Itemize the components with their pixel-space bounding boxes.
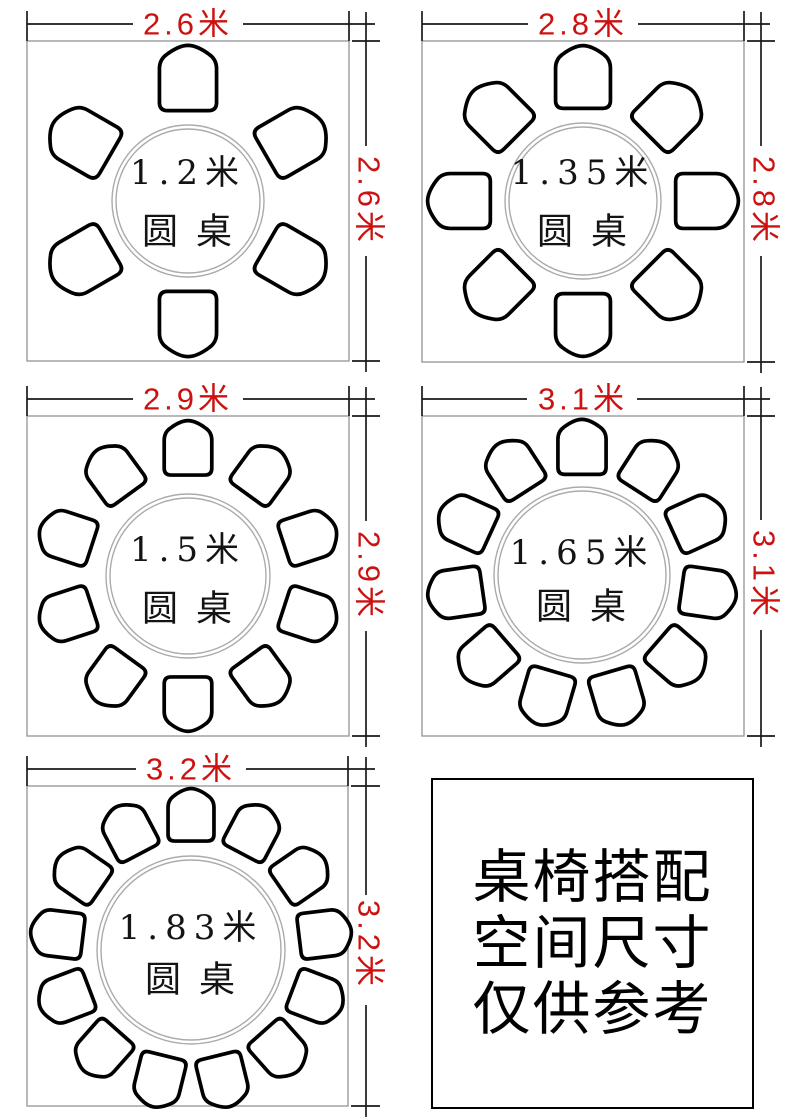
chair [252, 105, 328, 180]
chair [28, 908, 87, 961]
round-table [504, 122, 662, 280]
chair [166, 786, 216, 843]
chair [677, 564, 739, 621]
table-type-label: 圆桌 [142, 589, 250, 630]
chair [483, 438, 548, 503]
width-dimension-label: 3.1米 [538, 382, 628, 417]
diagram-1-5m-table: 2.9米 2.9米 1.5米 圆桌 [26, 382, 387, 747]
table-size-label: 1.5米 [130, 530, 246, 570]
chair [221, 803, 282, 865]
height-dimension-label: 2.6米 [352, 156, 387, 246]
diagram-graphics [26, 11, 380, 372]
round-table-inner [100, 859, 282, 1041]
round-table-inner [508, 126, 658, 276]
table-type-label: 圆桌 [145, 960, 253, 1001]
chair [556, 417, 608, 477]
chair [37, 967, 98, 1025]
round-table-inner [497, 490, 667, 660]
chair [162, 675, 214, 734]
chair [616, 438, 681, 503]
note-line-1: 桌椅搭配 [472, 844, 713, 910]
chair [462, 80, 536, 154]
chair [425, 564, 487, 621]
chair [553, 43, 613, 111]
chair [194, 1049, 250, 1110]
chair [425, 171, 493, 231]
chair [37, 584, 100, 644]
height-dimension-label: 2.9米 [352, 531, 387, 621]
chair [84, 444, 148, 508]
chair [48, 222, 124, 297]
table-size-label: 1.83米 [119, 908, 264, 948]
chair [48, 105, 124, 180]
chair [284, 967, 345, 1025]
chair [37, 508, 100, 568]
table-type-label: 圆桌 [142, 212, 250, 253]
chair [228, 444, 292, 508]
chair [276, 584, 339, 644]
chair [100, 803, 161, 865]
chair [157, 289, 219, 359]
round-table-inner [109, 497, 267, 655]
height-dimension-label: 2.8米 [747, 156, 782, 246]
round-table-inner [115, 128, 261, 274]
diagram-1-65m-table: 3.1米 3.1米 1.65米 圆桌 [421, 382, 782, 747]
chair [295, 908, 354, 961]
chair [52, 845, 115, 907]
table-size-label: 1.35米 [511, 153, 656, 193]
chair [518, 664, 578, 727]
chair [553, 291, 613, 359]
chair [586, 664, 646, 727]
chair [228, 644, 292, 708]
diagram-1-2m-table: 2.6米 2.6米 1.2米 圆桌 [26, 7, 387, 372]
chair [73, 1016, 136, 1079]
chair [630, 248, 704, 322]
chair [630, 80, 704, 154]
diagram-1-35m-table: 2.8米 2.8米 1.35米 圆桌 [421, 7, 782, 373]
chair [267, 845, 330, 907]
round-table [105, 493, 271, 659]
diagram-graphics [26, 386, 380, 747]
note-line-2: 空间尺寸 [472, 910, 713, 976]
chair [436, 493, 501, 555]
chair [276, 508, 339, 568]
chair [252, 222, 328, 297]
chair [456, 623, 522, 688]
chair [157, 43, 219, 113]
diagram-graphics [421, 11, 775, 373]
width-dimension-label: 2.8米 [538, 7, 628, 42]
round-table [493, 486, 671, 664]
table-size-label: 1.2米 [130, 153, 246, 193]
chair [162, 418, 214, 477]
width-dimension-label: 3.2米 [146, 752, 236, 787]
height-dimension-label: 3.1米 [747, 530, 782, 620]
chair [642, 623, 708, 688]
table-type-label: 圆桌 [536, 587, 644, 628]
round-table [111, 124, 265, 278]
note-line-3: 仅供参考 [472, 976, 713, 1042]
diagram-graphics [421, 386, 775, 747]
width-dimension-label: 2.9米 [143, 382, 233, 417]
chair [673, 171, 741, 231]
reference-note-box: 桌椅搭配 空间尺寸 仅供参考 [431, 778, 754, 1109]
chair [462, 248, 536, 322]
height-dimension-label: 3.2米 [352, 900, 387, 990]
chair [132, 1049, 188, 1110]
table-type-label: 圆桌 [537, 212, 645, 253]
diagram-graphics [26, 756, 380, 1117]
diagram-1-83m-table: 3.2米 3.2米 1.83米 圆桌 [26, 752, 387, 1117]
width-dimension-label: 2.6米 [143, 7, 233, 42]
chair [84, 644, 148, 708]
chair [663, 493, 728, 555]
chair [246, 1016, 309, 1079]
round-table [96, 855, 286, 1045]
table-size-label: 1.65米 [510, 533, 655, 573]
